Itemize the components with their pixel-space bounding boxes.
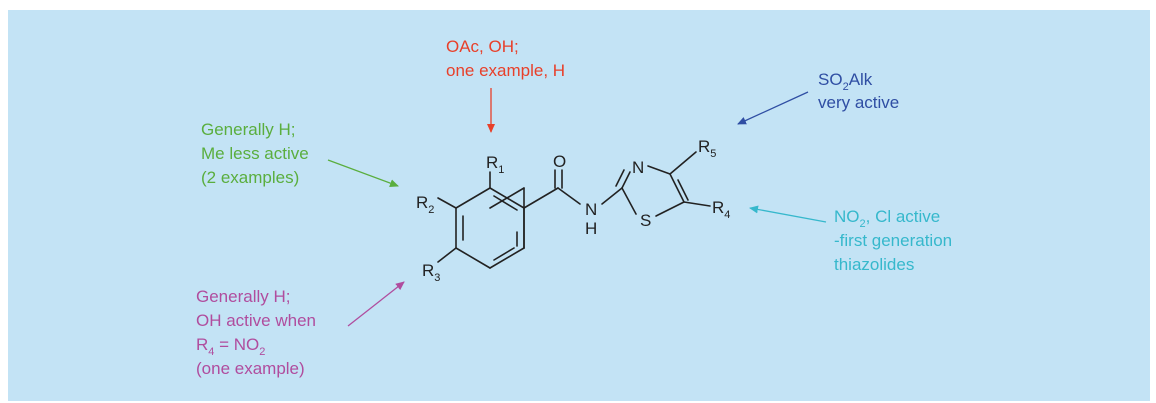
thiazole-ring [615, 165, 689, 217]
atom-n-ring: N [632, 158, 644, 177]
note-r5: SO2Alk very active [737, 70, 899, 125]
arrow-r3 [347, 281, 405, 327]
atom-n-amide: N [585, 200, 597, 219]
note-r2: Generally H; Me less active (2 examples) [201, 120, 399, 187]
svg-text:Me less active: Me less active [201, 144, 309, 163]
bond-r2 [437, 197, 457, 209]
atom-r4: R4 [712, 198, 730, 221]
svg-text:OAc, OH;: OAc, OH; [446, 37, 519, 56]
atom-r2: R2 [416, 193, 434, 216]
svg-text:R4 = NO2: R4 = NO2 [196, 335, 265, 358]
arrow-r4 [749, 205, 827, 223]
svg-text:Generally H;: Generally H; [196, 287, 290, 306]
diagram-panel: R1 R2 R3 O N H N S R5 R4 OAc, OH; one ex… [8, 10, 1150, 401]
svg-text:NO2, Cl active: NO2, Cl active [834, 207, 940, 230]
bond-c-n [557, 187, 581, 205]
atom-r3: R3 [422, 261, 440, 284]
arrow-r5 [737, 91, 809, 125]
svg-text:(2 examples): (2 examples) [201, 168, 299, 187]
svg-text:thiazolides: thiazolides [834, 255, 914, 274]
svg-text:OH active when: OH active when [196, 311, 316, 330]
atom-h-amide: H [585, 219, 597, 238]
svg-text:-first generation: -first generation [834, 231, 952, 250]
note-r3: Generally H; OH active when R4 = NO2 (on… [196, 281, 405, 378]
svg-text:Generally H;: Generally H; [201, 120, 295, 139]
sar-diagram: R1 R2 R3 O N H N S R5 R4 OAc, OH; one ex… [8, 10, 1150, 401]
bond-r5 [669, 151, 697, 175]
molecule: R1 R2 R3 O N H N S R5 R4 [416, 137, 730, 284]
svg-text:SO2Alk: SO2Alk [818, 70, 873, 93]
bond-carbonyl-c [523, 187, 559, 209]
bond-n-c2 [601, 187, 623, 205]
svg-text:one example, H: one example, H [446, 61, 565, 80]
atom-o: O [553, 152, 566, 171]
note-r1: OAc, OH; one example, H [446, 37, 565, 133]
svg-text:(one example): (one example) [196, 359, 305, 378]
arrow-r2 [327, 159, 399, 187]
benzene-ring [455, 187, 525, 269]
background [8, 10, 1150, 401]
atom-r1: R1 [486, 153, 504, 176]
atom-s-ring: S [640, 211, 651, 230]
atom-r5: R5 [698, 137, 716, 160]
bond-r4 [683, 201, 711, 207]
note-r4: NO2, Cl active -first generation thiazol… [749, 205, 952, 274]
bond-r3 [437, 247, 457, 263]
svg-text:very active: very active [818, 93, 899, 112]
